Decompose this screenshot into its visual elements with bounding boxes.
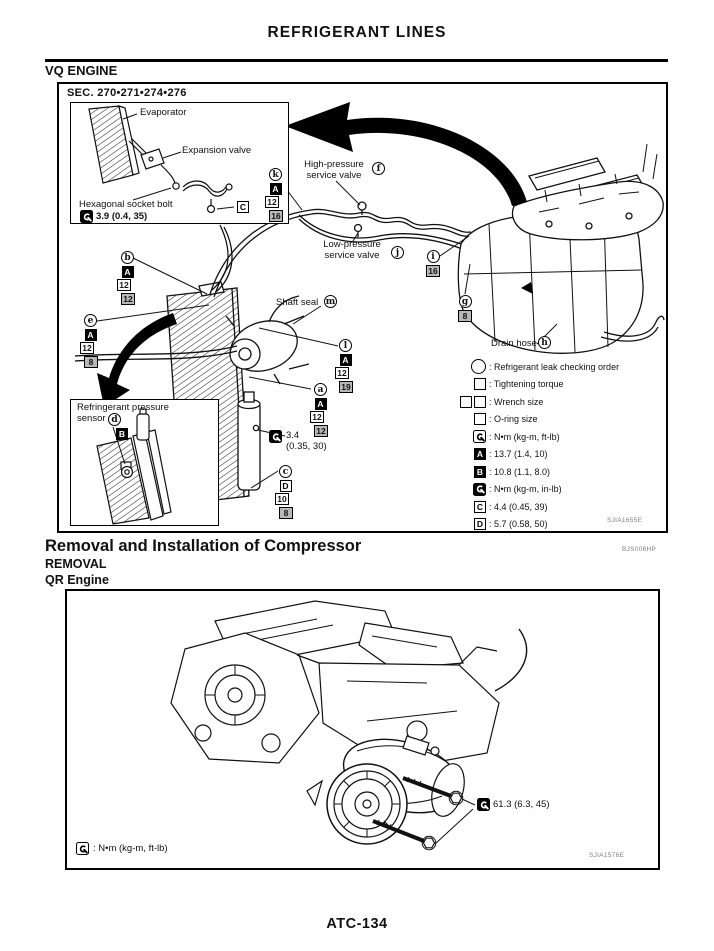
vq-diagram-art [74,102,665,505]
qr-legend-text: : N•m (kg-m, ft-lb) [93,843,168,854]
pressure-sensor-inset-art [96,408,172,525]
legend-row: : N•m (kg-m, ft-lb) [453,430,619,443]
callout-a: a A 12 12 [310,383,328,437]
checking-order-letter: h [538,336,551,349]
heading-code: BJS006HP [622,546,657,553]
sensor-label-line1: Refringerant pressure [77,402,169,413]
section-numbers: SEC. 270•271•274•276 [67,87,187,99]
square-symbol-icon [474,413,486,425]
torque-ref-box: A [474,448,486,460]
square-symbol-icon [474,395,486,408]
pressure-sensor-inset: Refringerant pressure sensor d B [70,399,219,526]
hex-bolt-label: Hexagonal socket bolt [79,199,173,210]
legend-row: D : 5.7 (0.58, 50) [453,518,619,531]
checking-order-letter: f [372,162,385,175]
callout-e: e A 12 8 [80,314,98,368]
legend-row: : O-ring size [453,413,619,426]
compressor-heading: Removal and Installation of Compressor [45,537,362,555]
callout-i: i 16 [426,250,440,277]
qr-figure: 61.3 (6.3, 45) : N•m (kg-m, ft-lb) SJIA1… [65,589,660,870]
wrench-icon [477,798,490,811]
evaporator-inset-art [88,105,235,214]
torque-ref-box: C [237,201,249,213]
page-title: REFRIGERANT LINES [267,24,447,41]
qr-diagram-art [170,600,528,851]
wrench-icon [473,482,486,496]
evaporator-label: Evaporator [140,107,187,118]
vq-figure: SEC. 270•271•274•276 [57,82,668,533]
wrench-icon [473,430,486,443]
wrench-icon [269,430,282,443]
figure-code: SJIA1655E [607,517,643,524]
checking-order-letter: j [391,246,404,259]
legend-row: C : 4.4 (0.45, 39) [453,500,619,513]
legend-row: : Refrigerant leak checking order [453,359,619,374]
callout-b: b A 12 12 [117,251,135,305]
shaft-seal-label: Shaft seal [276,297,319,308]
torque-ref-box: B [474,465,486,478]
low-pressure-valve-label: Low-pressure service valve [323,239,381,261]
hex-bolt-torque: 3.9 (0.4, 35) [96,211,148,222]
callout-l: l A 12 19 [335,339,353,393]
qr-engine-heading: QR Engine [45,573,109,587]
checking-order-letter: m [324,295,337,308]
curved-arrow-icon [97,102,527,407]
sensor-label-line2: sensor [77,413,106,424]
legend-row: : Tightening torque [453,378,619,391]
circle-symbol-icon [471,359,486,374]
expansion-valve-label: Expansion valve [182,145,252,156]
checking-order-letter: d [108,413,121,426]
legend-row: B : 10.8 (1.1, 8.0) [453,465,619,478]
torque-ref-box: D [474,518,486,530]
receiver-torque-value: 3.4 (0.35, 30) [286,430,327,452]
drain-hose-label: Drain hose [491,338,537,349]
callout-c: c D 10 8 [275,465,293,519]
removal-subheading: REMOVAL [45,557,107,571]
legend-row: A : 13.7 (1.4, 10) [453,448,619,461]
wrench-icon [76,842,89,855]
square-symbol-icon [460,395,472,408]
torque-ref-box: C [474,500,486,513]
page-number: ATC-134 [326,916,388,932]
bolt-torque-value: 61.3 (6.3, 45) [493,799,550,810]
wrench-icon [80,210,93,223]
square-symbol-icon [474,378,486,390]
callout-k: k A 12 16 [265,168,283,222]
legend-row: : Wrench size [453,395,619,408]
symbol-legend: : Refrigerant leak checking order : Tigh… [453,359,619,531]
high-pressure-valve-label: High-pressure service valve [304,159,364,181]
callout-g: g 8 [458,295,472,322]
legend-row: : N•m (kg-m, in-lb) [453,482,619,496]
vq-engine-heading: VQ ENGINE [45,63,118,78]
figure-code: SJIA1576E [589,852,625,859]
title-rule [45,59,668,62]
torque-ref-box: B [116,428,128,440]
evaporator-inset: Evaporator Expansion valve Hexagonal soc… [70,102,289,224]
